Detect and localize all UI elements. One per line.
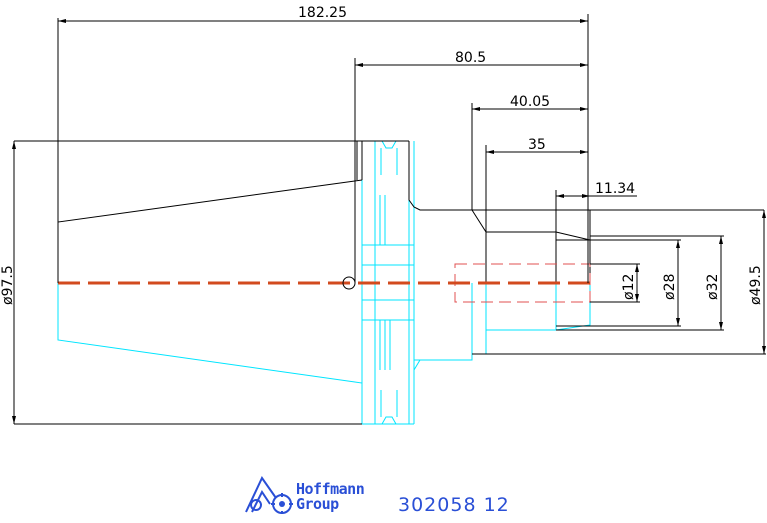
dim-dia-97: ø97.5 — [0, 265, 16, 305]
dimension-arrows — [12, 19, 766, 424]
dim-length-35: 35 — [528, 137, 546, 153]
dim-overall-length: 182.25 — [298, 5, 347, 21]
logo-emblem-icon — [245, 476, 293, 514]
part-number: 302058 12 — [398, 494, 510, 516]
dim-length-80: 80.5 — [455, 50, 486, 66]
dimension-lines — [13, 14, 766, 424]
dim-length-11: 11.34 — [595, 181, 635, 197]
dim-dia-49: ø49.5 — [748, 265, 764, 305]
brand-group: Group — [296, 495, 339, 513]
brand-name: Hoffmann — [296, 480, 365, 498]
centerline — [58, 276, 590, 290]
dim-length-40: 40.05 — [510, 94, 550, 110]
dim-dia-28: ø28 — [662, 274, 678, 300]
hoffmann-logo: Hoffmann Group — [242, 474, 365, 514]
dim-dia-32: ø32 — [705, 274, 721, 300]
dim-dia-12: ø12 — [621, 274, 637, 300]
